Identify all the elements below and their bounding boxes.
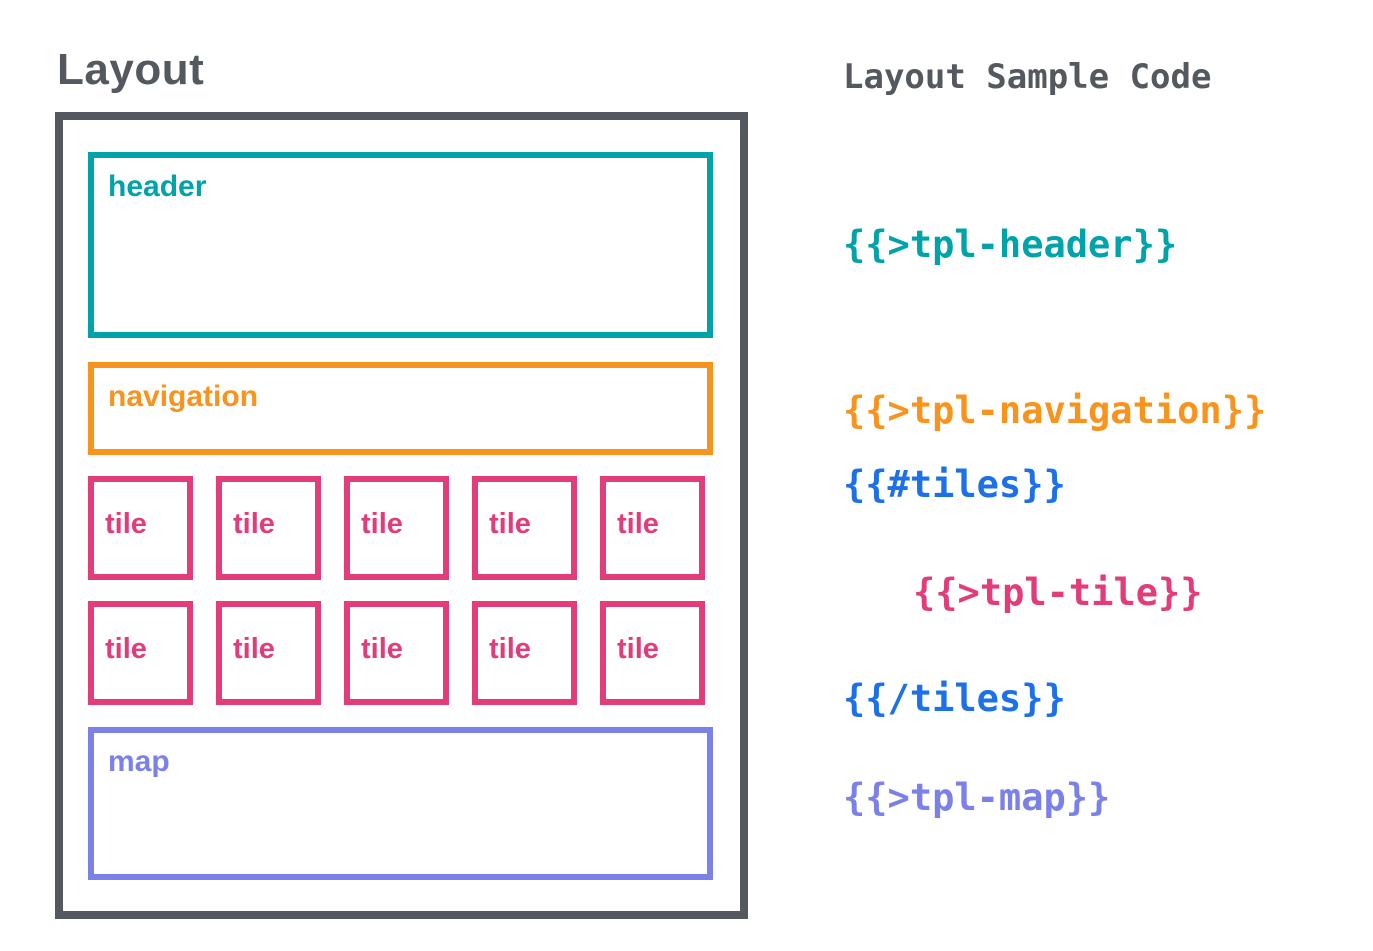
tile-label: tile [489,507,531,540]
tile-box: tile [600,476,705,580]
tile-label: tile [361,507,403,540]
header-region-label: header [108,170,207,203]
code-line: {{>tpl-header}} [843,223,1178,266]
tile-label: tile [233,507,275,540]
tile-box: tile [472,476,577,580]
tile-label: tile [489,632,531,665]
code-panel-title: Layout Sample Code [843,57,1212,97]
tile-label: tile [617,632,659,665]
code-line: {{>tpl-map}} [843,776,1111,819]
code-line: {{>tpl-navigation}} [843,389,1267,432]
header-region: header [88,152,713,338]
tile-box: tile [216,601,321,705]
map-region-label: map [108,745,170,778]
tile-box: tile [344,476,449,580]
code-line: {{>tpl-tile}} [913,571,1203,614]
tile-box: tile [472,601,577,705]
tile-label: tile [361,632,403,665]
map-region: map [88,727,713,880]
tile-label: tile [233,632,275,665]
tile-box: tile [88,476,193,580]
code-line: {{/tiles}} [843,677,1066,720]
tile-box: tile [216,476,321,580]
diagram-title: Layout [57,45,205,94]
navigation-region: navigation [88,362,713,455]
tile-box: tile [344,601,449,705]
tile-label: tile [105,632,147,665]
tile-box: tile [600,601,705,705]
code-panel: Layout Sample Code {{>tpl-header}} {{>tpl… [843,0,1363,951]
tiles-grid: tile tile tile tile tile tile tile tile tile tile [88,476,713,705]
tile-label: tile [617,507,659,540]
navigation-region-label: navigation [108,380,259,413]
code-line: {{#tiles}} [843,463,1066,506]
tile-box: tile [88,601,193,705]
tile-label: tile [105,507,147,540]
